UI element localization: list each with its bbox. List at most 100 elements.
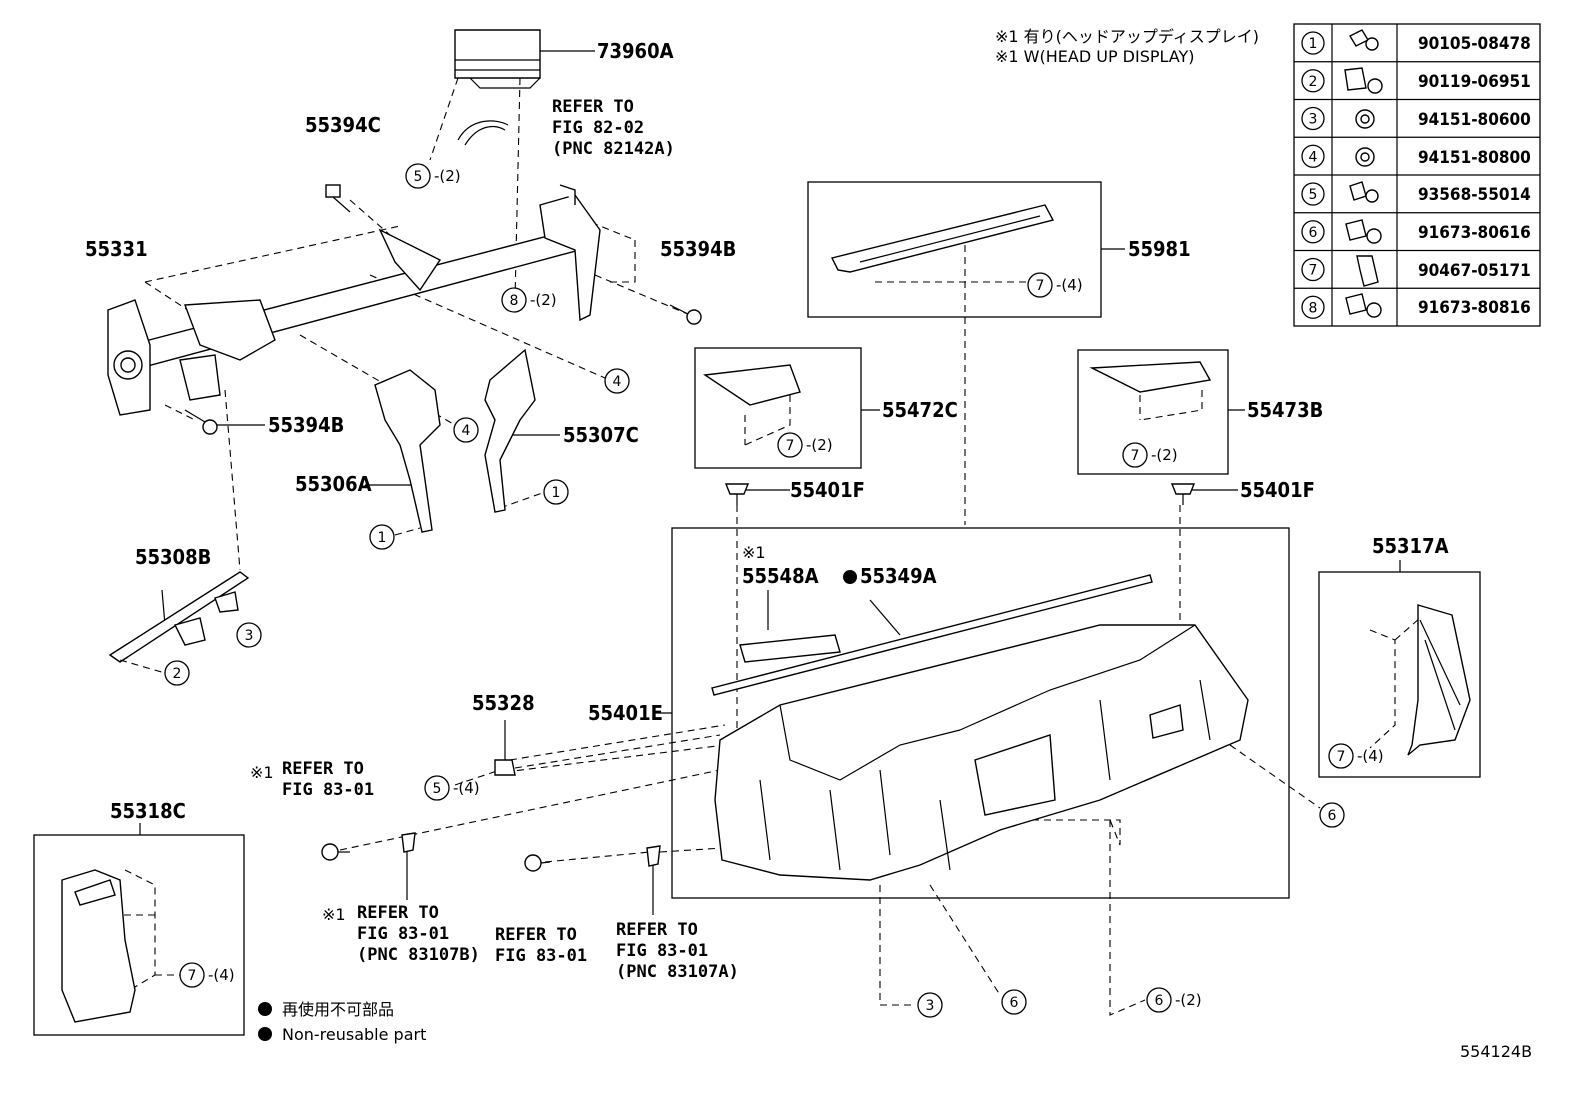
refer-note-83-01-d: REFER TO FIG 83-01 (PNC 83107A): [616, 920, 739, 982]
svg-text:-(4): -(4): [1056, 276, 1083, 294]
svg-text:REFER TO: REFER TO: [357, 903, 439, 923]
svg-text:3: 3: [245, 628, 254, 644]
bolt-long-icon: [1344, 67, 1383, 94]
svg-text:REFER TO: REFER TO: [616, 920, 698, 940]
harness-drawing: [457, 120, 509, 146]
label-55548A: 55548A: [742, 564, 819, 588]
label-55308B: 55308B: [135, 545, 211, 569]
refer-note-82-02: REFER TO FIG 82-02 (PNC 82142A): [552, 97, 675, 159]
refer-note-83-01-b: REFER TO FIG 83-01 (PNC 83107B): [357, 903, 480, 965]
callout-7-55981: 7 -(4): [1027, 272, 1083, 298]
label-55401F-left: 55401F: [790, 478, 865, 502]
box-instrument-panel: [671, 527, 1290, 899]
svg-text:6: 6: [1309, 225, 1318, 241]
table-row: 5 93568-55014: [1301, 181, 1531, 206]
svg-text:90119-06951: 90119-06951: [1418, 72, 1531, 92]
callout-6-right: 6: [1319, 802, 1345, 828]
svg-text:-(2): -(2): [806, 436, 833, 454]
svg-text:8: 8: [510, 293, 519, 309]
label-55306A: 55306A: [295, 472, 372, 496]
svg-text:(PNC 83107A): (PNC 83107A): [616, 962, 739, 982]
bolt-refer-83-01-c-drawing: [524, 854, 551, 872]
svg-text:FIG 83-01: FIG 83-01: [282, 780, 374, 800]
box-55981: [807, 181, 1102, 318]
note-mark-refer-a: ※1: [250, 763, 274, 782]
label-55331: 55331: [85, 237, 148, 261]
table-row: 3 94151-80600: [1301, 106, 1531, 131]
svg-text:-(2): -(2): [530, 291, 557, 309]
figure-id: 554124B: [1460, 1042, 1532, 1061]
svg-text:7: 7: [1036, 278, 1045, 294]
box-55473B: [1077, 349, 1229, 475]
callout-1-right: 1: [543, 479, 569, 505]
svg-text:7: 7: [786, 438, 795, 454]
non-reusable-bullet-icon: [258, 1002, 272, 1016]
legend-en: Non-reusable part: [282, 1025, 426, 1044]
svg-text:-(4): -(4): [208, 966, 235, 984]
header-note-jp: ※1 有り(ヘッドアップディスプレイ): [995, 27, 1259, 46]
refer-note-83-01-c: REFER TO FIG 83-01: [495, 925, 587, 966]
callout-group: 5 -(2) 8 -(2) 4 4 1 1 3 2: [119, 163, 1384, 1018]
label-55473B: 55473B: [1247, 398, 1323, 422]
clip-icon: [1356, 255, 1379, 287]
svg-text:94151-80800: 94151-80800: [1418, 148, 1531, 168]
svg-text:REFER TO: REFER TO: [495, 925, 577, 945]
panel-55981-drawing: [830, 204, 1055, 273]
label-73960A: 73960A: [597, 39, 674, 63]
table-row: 1 90105-08478: [1301, 29, 1531, 55]
note-mark-group: ※1 ※1 ※1: [250, 543, 766, 924]
callout-7-55317A: 7 -(4): [1328, 743, 1384, 769]
bolt-icon: [1345, 219, 1382, 244]
box-55317A: [1318, 571, 1481, 778]
moulding-55349A-drawing: [711, 574, 1153, 696]
header-notes: ※1 有り(ヘッドアップディスプレイ) ※1 W(HEAD UP DISPLAY…: [995, 27, 1259, 66]
svg-text:7: 7: [1131, 448, 1140, 464]
label-55307C: 55307C: [563, 423, 639, 447]
table-row: 2 90119-06951: [1301, 67, 1531, 94]
table-row: 7 90467-05171: [1301, 255, 1531, 287]
svg-text:2: 2: [173, 666, 182, 682]
svg-text:5: 5: [414, 169, 423, 185]
callout-3-bottom: 3: [917, 992, 943, 1018]
note-mark-55548A: ※1: [742, 543, 766, 562]
table-row: 4 94151-80800: [1301, 144, 1531, 168]
svg-text:1: 1: [552, 485, 561, 501]
clip-55328-drawing: [494, 759, 516, 776]
svg-text:5: 5: [1309, 187, 1318, 203]
svg-text:REFER TO: REFER TO: [552, 97, 634, 117]
callout-6-bottom: 6: [1001, 989, 1027, 1015]
label-55394B-upper: 55394B: [660, 237, 736, 261]
label-55472C: 55472C: [882, 398, 958, 422]
fastener-table: 1 90105-08478 2 90119-06951 3 94151-8060…: [1293, 23, 1541, 327]
cover-55318C-drawing: [61, 869, 136, 1023]
svg-text:-(2): -(2): [1175, 991, 1202, 1009]
bolt-icon: [1345, 293, 1382, 318]
svg-text:REFER TO: REFER TO: [282, 759, 364, 779]
label-55401F-right: 55401F: [1240, 478, 1315, 502]
instrument-panel-55401E-drawing: [714, 624, 1249, 881]
svg-text:91673-80816: 91673-80816: [1418, 298, 1531, 318]
svg-text:1: 1: [1309, 36, 1318, 52]
svg-text:3: 3: [1309, 112, 1318, 128]
label-55328: 55328: [472, 691, 535, 715]
svg-text:FIG 83-01: FIG 83-01: [616, 941, 708, 961]
svg-text:(PNC 82142A): (PNC 82142A): [552, 139, 675, 159]
clip-refer-83-01-d-drawing: [646, 845, 661, 867]
svg-text:5: 5: [433, 781, 442, 797]
svg-text:90467-05171: 90467-05171: [1418, 261, 1531, 281]
pad-55472C-drawing: [703, 364, 801, 406]
bolt-55394B-lower-drawing: [184, 409, 218, 435]
clip-55401F-right-drawing: [1170, 483, 1196, 505]
non-reusable-mark-icon: [843, 570, 857, 584]
svg-text:7: 7: [1309, 263, 1318, 279]
legend: 再使用不可部品 Non-reusable part: [258, 1000, 426, 1044]
bolt-flange-icon: [1349, 29, 1379, 51]
svg-text:6: 6: [1155, 993, 1164, 1009]
svg-text:FIG 83-01: FIG 83-01: [495, 946, 587, 966]
nut-icon: [1355, 109, 1375, 129]
clip-55401F-left-drawing: [724, 483, 750, 505]
label-55394B-lower: 55394B: [268, 413, 344, 437]
callout-8: 8 -(2): [501, 287, 557, 313]
label-55394C: 55394C: [305, 113, 381, 137]
bolt-55394C-drawing: [325, 184, 351, 213]
